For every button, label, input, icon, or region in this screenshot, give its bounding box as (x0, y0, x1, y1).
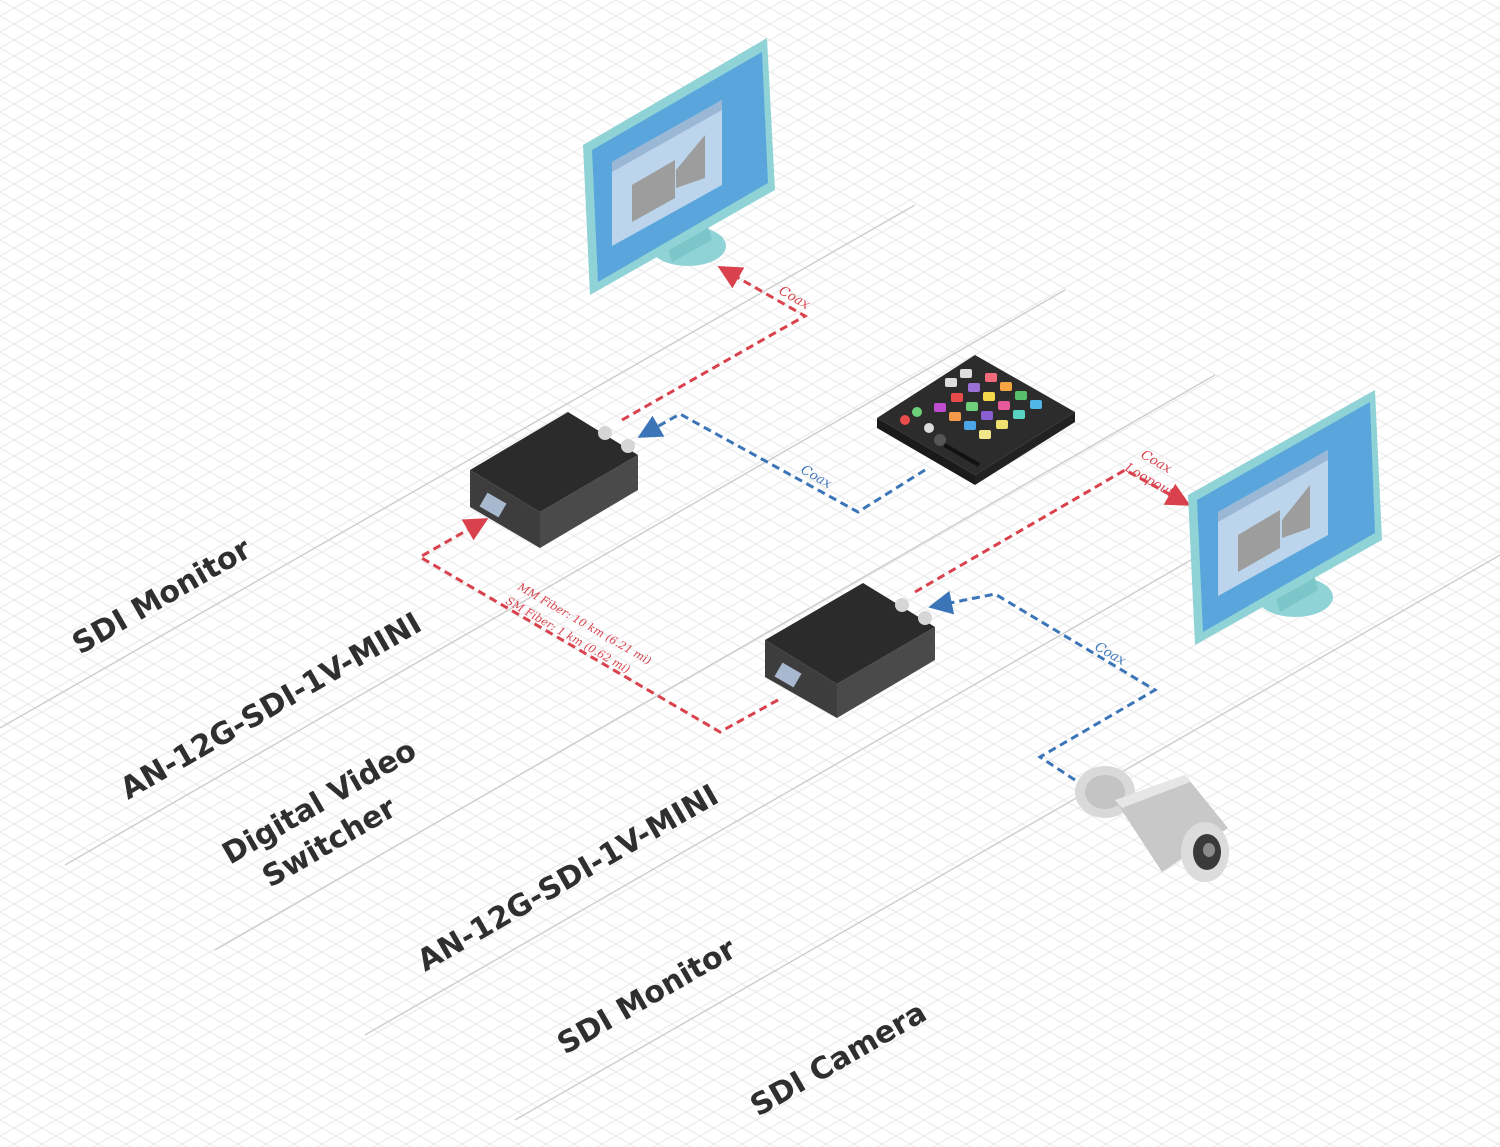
link-coax-switcher (637, 412, 926, 514)
converter-icon (765, 583, 935, 718)
switcher-icon (877, 355, 1075, 485)
link-coax-camera (928, 590, 1158, 782)
monitor-icon (1188, 390, 1382, 645)
converter-icon (470, 412, 638, 548)
monitor-icon (583, 38, 775, 295)
link-fiber (416, 518, 779, 734)
camera-icon (1075, 766, 1229, 882)
link-coax-loopout (914, 468, 1191, 594)
link-coax-monitor-top (621, 266, 809, 422)
row-separators (0, 204, 1500, 1121)
connection-lines (416, 266, 1191, 782)
